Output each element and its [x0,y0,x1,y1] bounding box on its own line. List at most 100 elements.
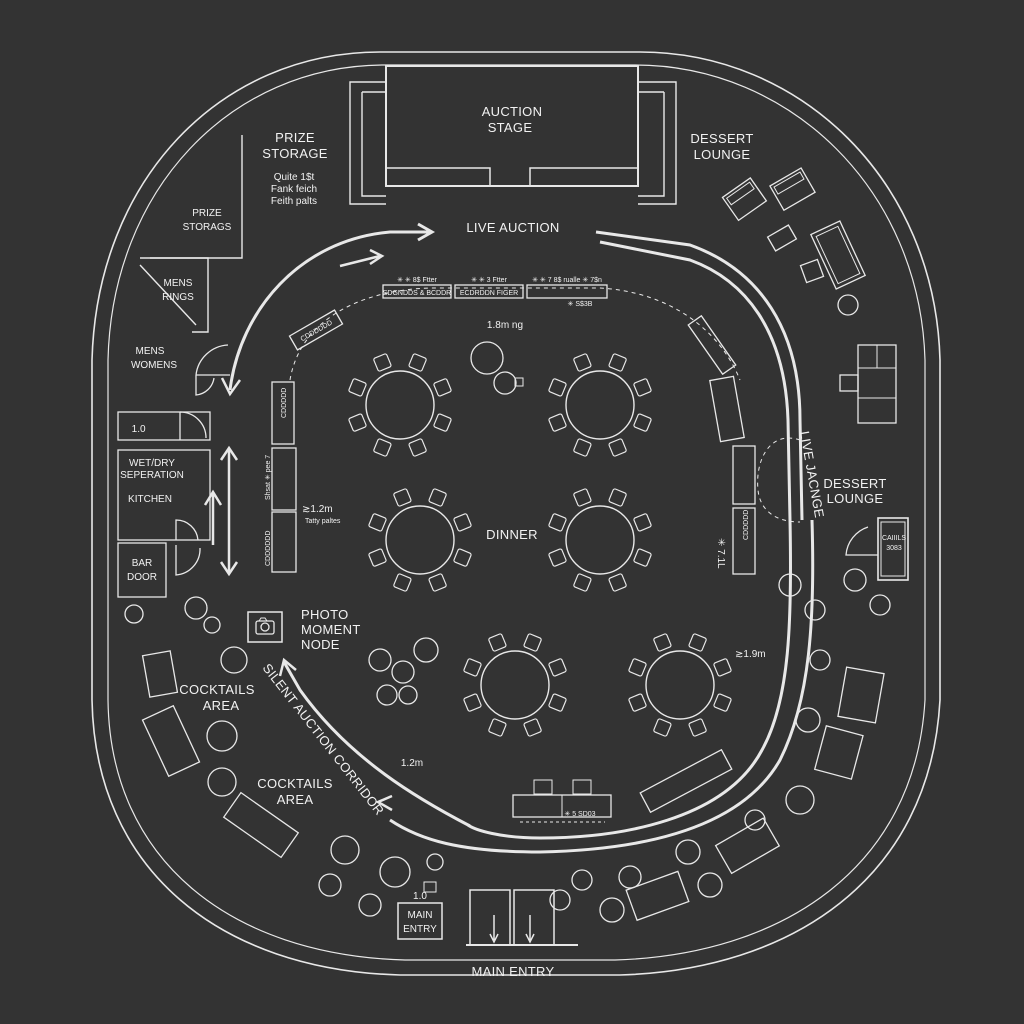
dinner-table [368,488,472,592]
auction-stage: AUCTION STAGE [349,65,677,205]
dinner-label: DINNER [486,527,538,542]
dessert-lounge-right-label-2: LOUNGE [827,491,884,506]
dinner-chair [348,378,367,397]
dinner-chair [608,573,627,592]
dinner-chair [573,488,592,507]
dinner-boundary [289,287,741,381]
dinner-table-top [480,650,550,720]
dinner-table-top [385,505,455,575]
dinner-chair [548,378,567,397]
dinner-chair [573,353,592,372]
dinner-chair [408,438,427,457]
top-cocktail-rounds [470,341,524,395]
dinner-chair [453,513,472,532]
top-service-tables: SDGNDDS & BCDDR ECDRDDN FIGER ✳ S$3B ✳ ✳… [382,276,608,308]
outer-wall [91,51,941,976]
dinner-chair [368,513,387,532]
right-side-box: CAIIILS 3083 [845,517,909,581]
dinner-chair [608,438,627,457]
dessert-lounge-top-furniture [721,167,867,316]
dinner-chair [433,413,452,432]
top-table-label-1: SDGNDDS & BCDDR [383,290,451,297]
restroom-label-1: MENS [136,346,165,357]
dinner-chair [573,438,592,457]
dinner-chair [548,413,567,432]
bottom-counters: ✳ 5 SD03 [512,748,733,823]
dinner-table-top [565,505,635,575]
photo-moment: PHOTO MOMENT NODE [247,607,360,652]
mens-rings-label-2: RINGS [162,292,194,303]
dinner-chair [463,658,482,677]
dim-top: 1.8m ng [487,320,523,331]
dinner-table-top [645,650,715,720]
lounge-sofas [141,650,885,922]
dinner-chair [628,693,647,712]
dinner-chair [408,353,427,372]
cocktails-lower-label-2: AREA [277,792,314,807]
top-table-head-2: ✳ ✳ 3 Ftter [471,276,508,284]
bar-door-label-1: BAR [132,558,153,569]
photo-label-3: NODE [301,637,340,652]
bar-door-room: BAR DOOR [117,542,201,598]
dinner-table-top [365,370,435,440]
left-auction-tables: CDDDDDD CDDDDD Shsat ✳ pee 7 CDDDDDD [264,309,344,573]
cocktails-upper-label-1: COCKTAILS [179,682,254,697]
top-table-label-3: ✳ S$3B [568,300,593,308]
cocktails-upper-label-2: AREA [203,698,240,713]
kitchen-room: WET/DRY SEPERATION KITCHEN [117,449,211,541]
dinner-chair [373,438,392,457]
live-auction-label: LIVE AUCTION [466,220,559,235]
dinner-chair [488,718,507,737]
right-table-text: CDDDDD [743,510,750,540]
restroom-label-2: WOMENS [131,360,177,371]
right-box-text-1: CAIIILS [882,535,906,542]
dessert-lounge-top-label-2: LOUNGE [694,147,751,162]
restroom-door [195,344,230,396]
right-box-text-2: 3083 [886,545,902,552]
small-room-size: 1.0 [132,424,149,435]
small-room: 1.0 [117,411,211,441]
dinner-chair [428,573,447,592]
main-entry: MAIN ENTRY 1.0 MAIN ENTRY [397,889,578,979]
left-table-text-4: CDDDDDD [265,531,272,566]
dessert-lounge-right-label-1: DESSERT [823,476,886,491]
dinner-boundary-right [757,437,801,523]
dinner-table [548,353,652,457]
dinner-chair [523,718,542,737]
dinner-chair [608,488,627,507]
dim-entry: 1.0 [413,891,427,902]
prize-note-2: Fank feich [271,184,317,195]
main-entry-box-label-2: ENTRY [403,924,437,935]
dinner-chair [688,633,707,652]
dim-left-1: ≳1.2m [302,504,333,515]
circulation-loop [220,222,815,854]
dinner-chair [548,548,567,567]
left-table-text-3: Shsat ✳ pee 7 [264,455,272,500]
wet-dry-label-1: WET/DRY [129,458,175,469]
right-auction-tables: CDDDDD [687,314,756,575]
kitchen-flow-arrows [203,445,239,577]
dinner-chair [523,633,542,652]
dinner-table-top [565,370,635,440]
dinner-chair [488,633,507,652]
left-table-text-2: CDDDDD [281,388,288,418]
inner-wall [107,64,926,961]
mens-rings-label-1: MENS [164,278,193,289]
prize-note-1: Quite 1$t [274,172,315,183]
mens-rings-room: MENS RINGS [139,257,209,333]
dim-right-side: ✳ 7.1L [715,538,726,569]
dinner-chair [453,548,472,567]
dinner-chair [348,413,367,432]
bottom-chair [423,853,444,893]
dinner-chair [373,353,392,372]
cocktails-lower-label-1: COCKTAILS [257,776,332,791]
dinner-chair [633,548,652,567]
dinner-chair [628,658,647,677]
dinner-chair [548,693,567,712]
dinner-chair [713,693,732,712]
prize-note-3: Feith palts [271,196,317,207]
dinner-chair [608,353,627,372]
dinner-chair [633,413,652,432]
auction-stage-label-1: AUCTION [482,104,543,119]
dinner-chair [713,658,732,677]
